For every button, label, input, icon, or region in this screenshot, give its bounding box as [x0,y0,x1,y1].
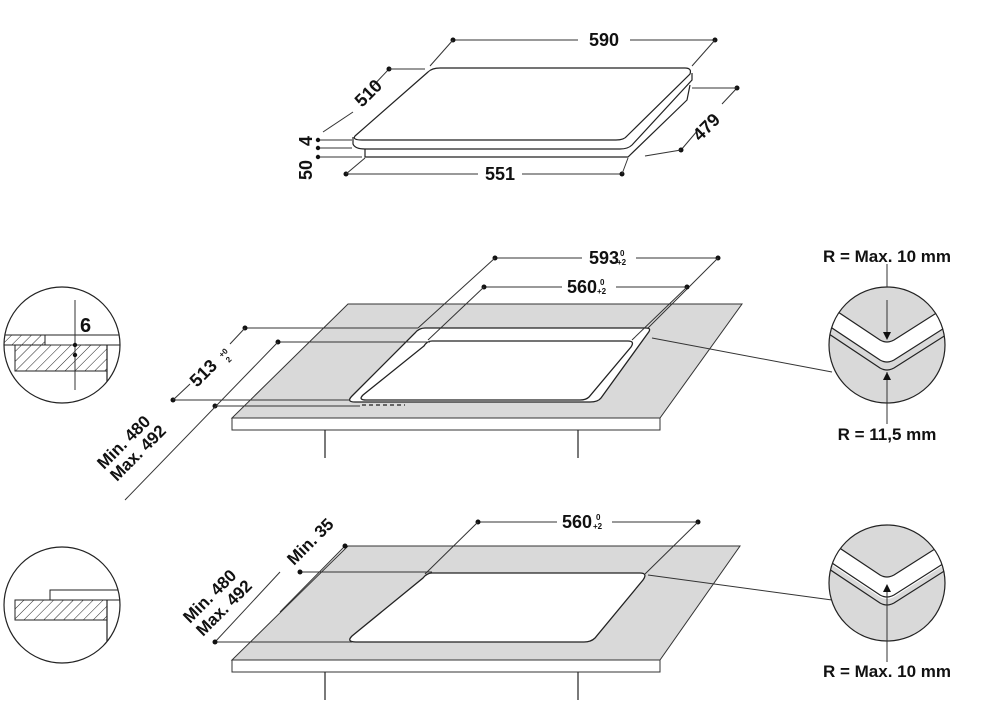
radius-11-5-label: R = 11,5 mm [838,425,937,444]
dim-590: 590 [429,30,718,67]
dim-590-label: 590 [589,30,619,50]
dim-551-label: 551 [485,164,515,184]
dim-479: 479 [644,85,740,157]
dim-560-b: 560 0 +2 [424,512,701,575]
radius-max-10-b-label: R = Max. 10 mm [823,662,951,681]
dim-560-b-label: 560 [562,512,592,532]
dim-593-label: 593 [589,248,619,268]
hob-body [364,84,691,158]
dim-593-tol-top: 0 [620,249,625,258]
detail-6-label: 6 [80,315,91,337]
hob-drawing [352,67,693,158]
detail-radius-a: R = Max. 10 mm R = 11,5 mm [651,247,951,444]
dim-4-50: 4 50 [296,136,362,180]
detail-rebate: 6 [3,286,121,404]
dim-513-tol-bottom: 2 [224,355,234,365]
dim-4-label: 4 [296,136,316,146]
hob-glass-top [353,67,692,141]
worktop-b [230,545,741,700]
dim-513-label: 513 [186,355,221,390]
dim-551: 551 [343,157,629,184]
dim-560-a-tol-top: 0 [600,278,605,287]
dim-510-label: 510 [351,75,386,110]
dim-50-label: 50 [296,160,316,180]
worktop-a [230,303,743,458]
hob-glass-edge [352,73,693,150]
detail-radius-b: R = Max. 10 mm [647,524,951,681]
dim-479-label: 479 [689,109,724,144]
dim-560-a-tol-bottom: +2 [597,287,607,296]
dim-560-a-label: 560 [567,277,597,297]
dim-510: 510 [322,66,425,133]
dim-560-a: 560 0 +2 [427,277,690,341]
detail-flush [3,546,121,664]
dim-593: 593 0 +2 [417,248,721,329]
dim-min-35-label: Min. 35 [283,515,337,569]
dim-560-b-tol-top: 0 [596,513,601,522]
dim-560-b-tol-bottom: +2 [593,522,603,531]
dim-593-tol-bottom: +2 [617,258,627,267]
radius-max-10-label: R = Max. 10 mm [823,247,951,266]
